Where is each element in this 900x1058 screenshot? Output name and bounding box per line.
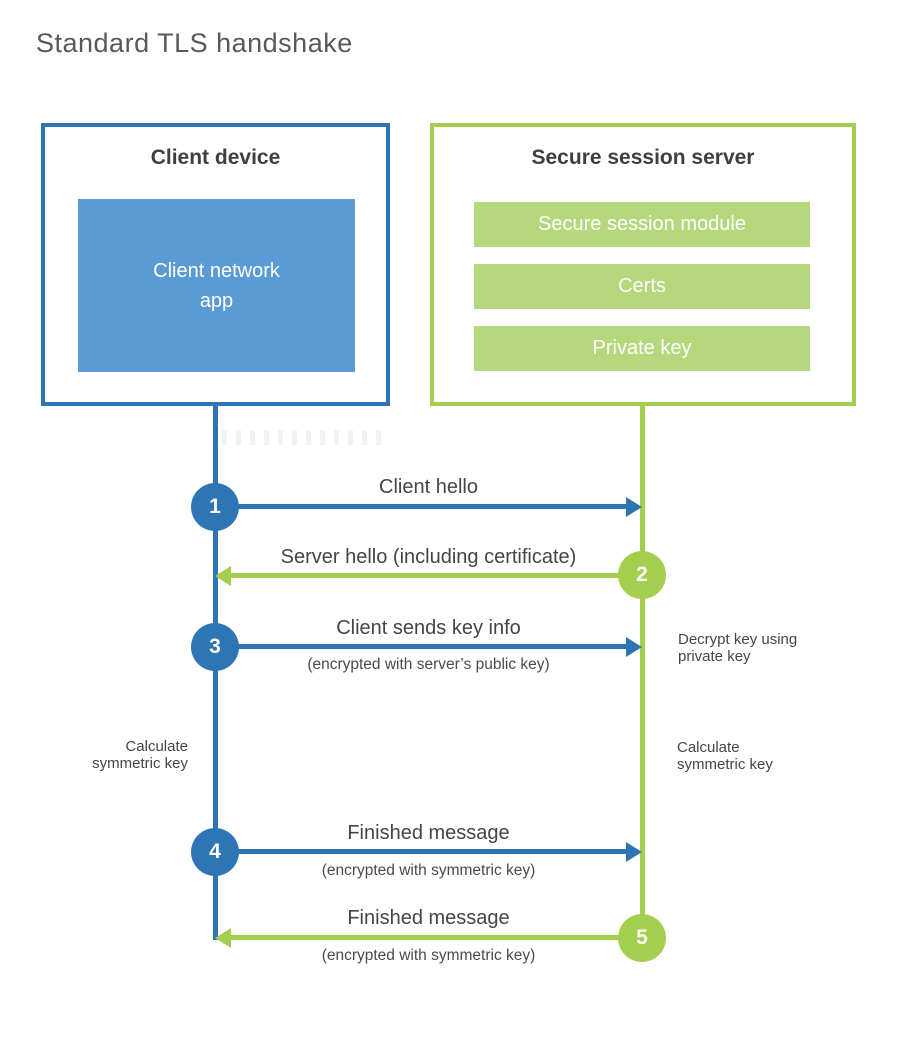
arrowhead-left-icon <box>215 566 231 586</box>
step-circle-4: 4 <box>191 828 239 876</box>
client-network-app-label: Client network app <box>153 259 280 312</box>
secure-session-server-box: Secure session server Secure session mod… <box>430 123 856 406</box>
client-lifeline <box>213 406 218 940</box>
message-2-arrow-left <box>215 566 642 586</box>
server-module-certs: Certs <box>474 264 810 309</box>
note-calculate-symmetric-key-server: Calculate symmetric key <box>677 739 773 773</box>
message-5-label: Finished message <box>347 907 510 929</box>
step-circle-3: 3 <box>191 623 239 671</box>
server-module-secure-session: Secure session module <box>474 202 810 247</box>
arrowhead-right-icon <box>626 637 642 657</box>
client-network-app-box: Client network app <box>78 199 355 372</box>
client-device-title: Client device <box>150 146 281 169</box>
secure-session-server-title: Secure session server <box>531 146 755 169</box>
note-calculate-symmetric-key-client: Calculate symmetric key <box>92 738 188 772</box>
arrowhead-left-icon <box>215 928 231 948</box>
server-module-secure-session-label: Secure session module <box>538 213 746 235</box>
message-5-arrow-left <box>215 928 642 948</box>
arrow-shaft <box>228 935 642 940</box>
server-module-private-key-label: Private key <box>592 337 692 359</box>
step-circle-1: 1 <box>191 483 239 531</box>
message-1-arrow-right <box>215 497 642 517</box>
note-decrypt-key: Decrypt key using private key <box>678 631 798 665</box>
page-title: Standard TLS handshake <box>36 28 353 58</box>
arrowhead-right-icon <box>626 497 642 517</box>
client-device-box: Client device Client network app <box>41 123 390 406</box>
message-4-sublabel: (encrypted with symmetric key) <box>321 862 536 879</box>
message-5-sublabel: (encrypted with symmetric key) <box>321 947 536 964</box>
arrow-shaft <box>215 644 629 649</box>
message-3-sublabel: (encrypted with server’s public key) <box>307 656 550 673</box>
step-circle-5: 5 <box>618 914 666 962</box>
server-lifeline <box>640 406 645 940</box>
arrow-shaft <box>228 573 642 578</box>
message-3-arrow-right <box>215 637 642 657</box>
arrow-shaft <box>215 504 629 509</box>
message-2-label: Server hello (including certificate) <box>280 546 577 568</box>
arrowhead-right-icon <box>626 842 642 862</box>
message-4-arrow-right <box>215 842 642 862</box>
step-circle-2: 2 <box>618 551 666 599</box>
server-module-certs-label: Certs <box>618 275 666 297</box>
server-module-private-key: Private key <box>474 326 810 371</box>
message-3-label: Client sends key info <box>336 617 521 639</box>
message-4-label: Finished message <box>347 822 510 844</box>
message-1-label: Client hello <box>379 476 478 498</box>
arrow-shaft <box>215 849 629 854</box>
faint-tick-marks <box>222 430 381 445</box>
